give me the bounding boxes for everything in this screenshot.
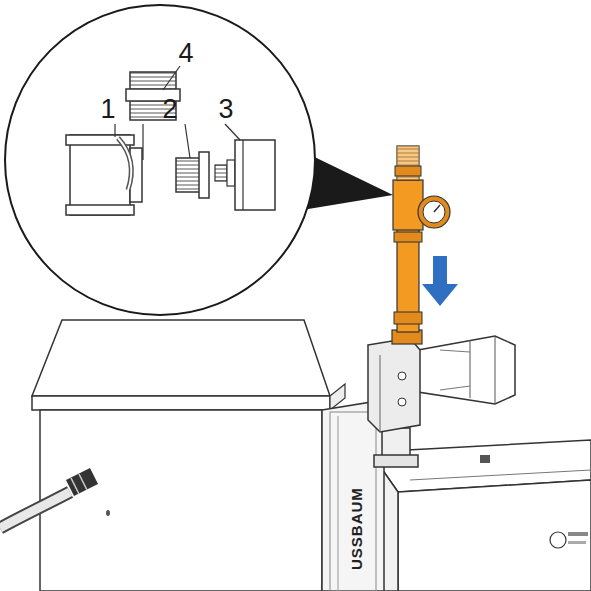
callout-number: 4 — [178, 40, 193, 67]
brand-lettering: USSBAUM — [349, 487, 364, 570]
callout-number: 3 — [218, 96, 233, 123]
callout-number: 2 — [162, 96, 177, 123]
callout-number: 1 — [100, 96, 115, 123]
